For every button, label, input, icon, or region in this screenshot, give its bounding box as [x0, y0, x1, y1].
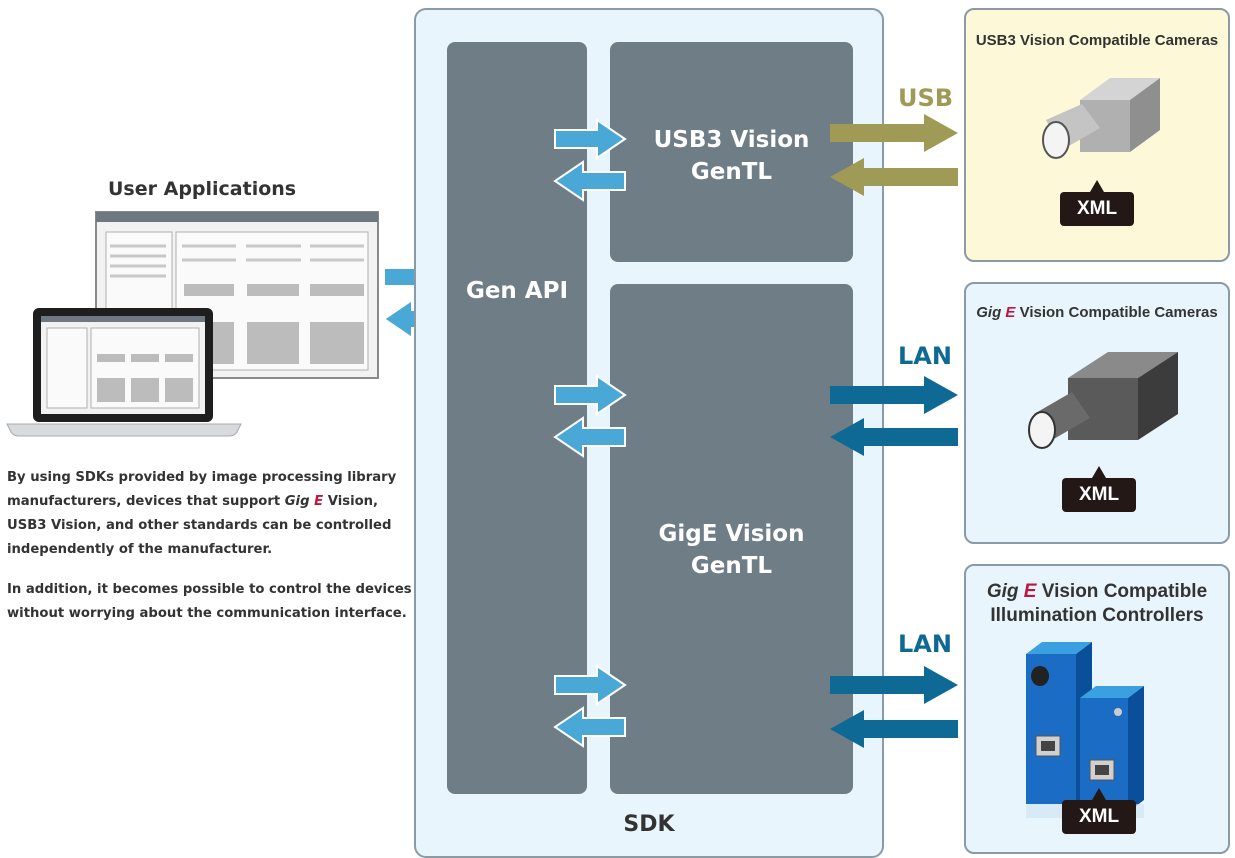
- description-paragraph-2: In addition, it becomes possible to cont…: [7, 582, 412, 621]
- description-paragraph-1: By using SDKs provided by image processi…: [7, 470, 397, 557]
- xml-badge-gige-camera: XML: [1062, 466, 1136, 512]
- gen-api-label: Gen API: [465, 278, 569, 304]
- usb3-camera-icon: [1042, 78, 1160, 159]
- lan-link-label-2: LAN: [898, 630, 952, 658]
- usb3-cameras-title: USB3 Vision Compatible Cameras: [975, 32, 1219, 49]
- illumination-controllers-title: Gig E Vision Compatible Illumination Con…: [986, 581, 1208, 626]
- usb3-gentl-block: [610, 42, 853, 262]
- user-applications-title: User Applications: [108, 178, 297, 200]
- lan-link-label-1: LAN: [898, 342, 952, 370]
- usb-arrow-in: [830, 158, 958, 196]
- lan-arrow-in-1: [830, 418, 958, 456]
- arrow-genapi-to-gige-2: [554, 664, 627, 706]
- lan-arrow-out-2: [830, 666, 958, 704]
- usb-arrow-out: [830, 114, 958, 152]
- arrow-genapi-to-usb3: [554, 118, 627, 160]
- lan-arrow-in-2: [830, 710, 958, 748]
- gige-cameras-title: Gig E Vision Compatible Cameras: [976, 304, 1218, 321]
- xml-badge-usb3: XML: [1060, 180, 1134, 226]
- arrow-gige-to-genapi-1: [553, 416, 626, 458]
- arrow-usb3-to-genapi: [553, 160, 626, 202]
- usb-link-label: USB: [898, 84, 954, 112]
- gige-camera-icon: [1028, 352, 1178, 449]
- illumination-controller-icon: [1026, 642, 1144, 818]
- sdk-label: SDK: [623, 812, 675, 837]
- lan-arrow-out-1: [830, 376, 958, 414]
- xml-badge-illumination: XML: [1062, 788, 1136, 834]
- arrow-gige-to-genapi-2: [553, 706, 626, 748]
- gen-api-block: [447, 42, 587, 794]
- laptop-illustration: [6, 308, 242, 437]
- gige-gentl-block: [610, 284, 853, 794]
- arrow-genapi-to-gige-1: [554, 374, 627, 416]
